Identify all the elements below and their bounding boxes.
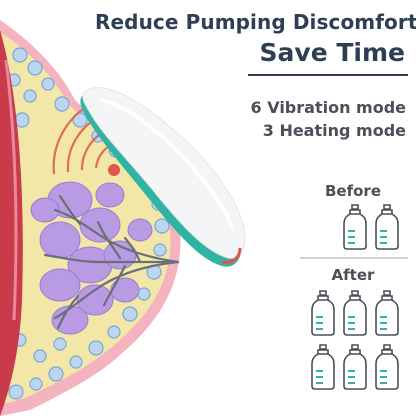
headline-line-2: Save Time xyxy=(259,38,405,67)
comparison-divider xyxy=(300,257,408,259)
milk-bottle-icon xyxy=(343,290,367,336)
milk-bottle-icon xyxy=(375,344,399,390)
breast-pump-device xyxy=(80,87,246,267)
milk-bottle-icon xyxy=(311,344,335,390)
feature-heating-label: Heating mode xyxy=(279,121,406,140)
after-label: After xyxy=(331,266,375,284)
headline-line-1: Reduce Pumping Discomfort xyxy=(95,10,416,34)
milk-bottle-icon xyxy=(375,204,399,250)
feature-vibration: 6 Vibration mode xyxy=(220,98,407,117)
feature-heating: 3 Heating mode xyxy=(220,121,406,140)
milk-bottle-icon xyxy=(375,290,399,336)
feature-vibration-number: 6 xyxy=(250,98,262,117)
before-label: Before xyxy=(324,182,381,200)
headline-divider xyxy=(248,74,408,76)
milk-bottle-icon xyxy=(343,204,367,250)
feature-vibration-label: Vibration mode xyxy=(267,98,406,117)
milk-bottle-icon xyxy=(343,344,367,390)
feature-heating-number: 3 xyxy=(262,121,274,140)
milk-bottle-icon xyxy=(311,290,335,336)
